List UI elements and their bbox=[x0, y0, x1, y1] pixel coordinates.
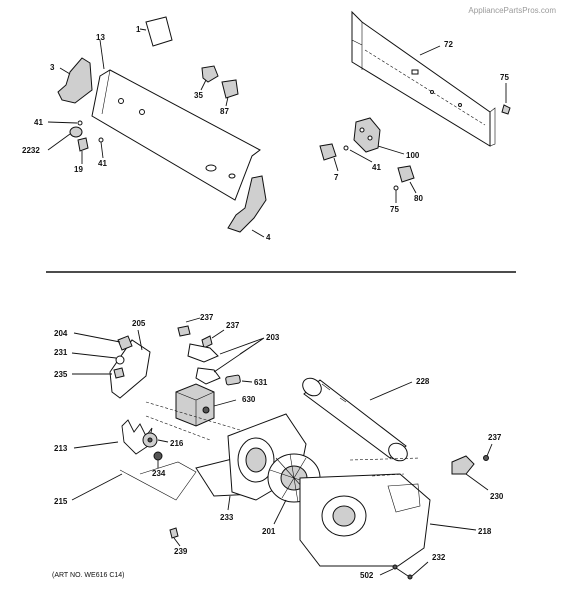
part-75b-screw bbox=[393, 185, 399, 191]
callout-234: 234 bbox=[152, 469, 166, 478]
part-3-endcap bbox=[57, 57, 93, 104]
part-41c-screw bbox=[343, 145, 349, 151]
callout-631: 631 bbox=[254, 378, 268, 387]
part-631-plug bbox=[225, 374, 241, 386]
part-231-clip bbox=[115, 355, 125, 365]
part-218-housing bbox=[299, 457, 431, 567]
callout-2232: 2232 bbox=[22, 146, 40, 155]
callout-203: 203 bbox=[266, 333, 280, 342]
callout-201: 201 bbox=[262, 527, 276, 536]
callout-233: 233 bbox=[220, 513, 234, 522]
callout-41c: 41 bbox=[372, 163, 381, 172]
part-237c-screw bbox=[483, 455, 489, 461]
part-228-duct bbox=[302, 377, 408, 462]
callout-204: 204 bbox=[54, 329, 68, 338]
callout-215: 215 bbox=[54, 497, 68, 506]
part-235-screw bbox=[113, 367, 125, 379]
part-41b-screw bbox=[98, 137, 104, 143]
callout-75a: 75 bbox=[500, 73, 509, 82]
callout-213: 213 bbox=[54, 444, 68, 453]
callout-231: 231 bbox=[54, 348, 68, 357]
part-205-bracket bbox=[109, 339, 151, 399]
part-502-screw bbox=[392, 564, 398, 570]
part-239-screw bbox=[169, 527, 179, 539]
control-panel-group bbox=[47, 16, 267, 238]
rear-panel-group bbox=[319, 10, 511, 203]
callout-41b: 41 bbox=[98, 159, 107, 168]
part-100-terminal-block bbox=[353, 117, 381, 153]
part-41-screw bbox=[77, 120, 83, 126]
callout-205: 205 bbox=[132, 319, 146, 328]
callout-218: 218 bbox=[478, 527, 492, 536]
callout-216: 216 bbox=[170, 439, 184, 448]
part-87-switch bbox=[221, 79, 239, 99]
part-35-switch bbox=[201, 65, 219, 83]
callout-237b: 237 bbox=[226, 321, 240, 330]
callout-4: 4 bbox=[266, 233, 271, 242]
callout-502: 502 bbox=[360, 571, 374, 580]
callout-237c: 237 bbox=[488, 433, 502, 442]
part-237-screw bbox=[177, 325, 191, 337]
callout-7: 7 bbox=[334, 173, 339, 182]
callout-239: 239 bbox=[174, 547, 188, 556]
part-204-clamp bbox=[117, 335, 133, 351]
callout-630: 630 bbox=[242, 395, 256, 404]
part-234-idler bbox=[153, 451, 163, 461]
part-1-card bbox=[145, 16, 173, 47]
art-number: (ART NO. WE616 C14) bbox=[52, 572, 125, 579]
callout-232: 232 bbox=[432, 553, 446, 562]
part-230-sensor bbox=[451, 455, 475, 475]
part-232-screw bbox=[407, 574, 413, 580]
callout-230: 230 bbox=[490, 492, 504, 501]
callout-80: 80 bbox=[414, 194, 423, 203]
callout-235: 235 bbox=[54, 370, 68, 379]
part-4-endcap bbox=[227, 175, 267, 233]
callout-72: 72 bbox=[444, 40, 453, 49]
callout-35: 35 bbox=[194, 91, 203, 100]
part-215-belt bbox=[119, 461, 197, 501]
callout-100: 100 bbox=[406, 151, 420, 160]
part-72-rear-panel bbox=[351, 10, 491, 147]
drive-assembly-group bbox=[71, 317, 493, 580]
callout-75b: 75 bbox=[390, 205, 399, 214]
callout-labels: 1 13 3 41 2232 19 41 35 87 4 72 75 100 7… bbox=[22, 25, 509, 580]
part-213-spring bbox=[121, 419, 153, 455]
part-75-screw bbox=[501, 104, 511, 115]
callout-1: 1 bbox=[136, 25, 141, 34]
callout-87: 87 bbox=[220, 107, 229, 116]
part-2232-knob bbox=[69, 126, 83, 138]
callout-228: 228 bbox=[416, 377, 430, 386]
callout-13: 13 bbox=[96, 33, 105, 42]
callout-3: 3 bbox=[50, 63, 55, 72]
callout-19: 19 bbox=[74, 165, 83, 174]
part-7-strain-relief bbox=[319, 143, 337, 161]
callout-41a: 41 bbox=[34, 118, 43, 127]
part-19-knob bbox=[77, 137, 89, 152]
part-237b-screw bbox=[201, 335, 213, 349]
part-630-motor bbox=[175, 383, 237, 427]
part-203-bracket bbox=[187, 343, 219, 363]
part-80-bracket bbox=[397, 165, 415, 183]
callout-237a: 237 bbox=[200, 313, 214, 322]
watermark-text: AppliancePartsPros.com bbox=[468, 6, 556, 15]
